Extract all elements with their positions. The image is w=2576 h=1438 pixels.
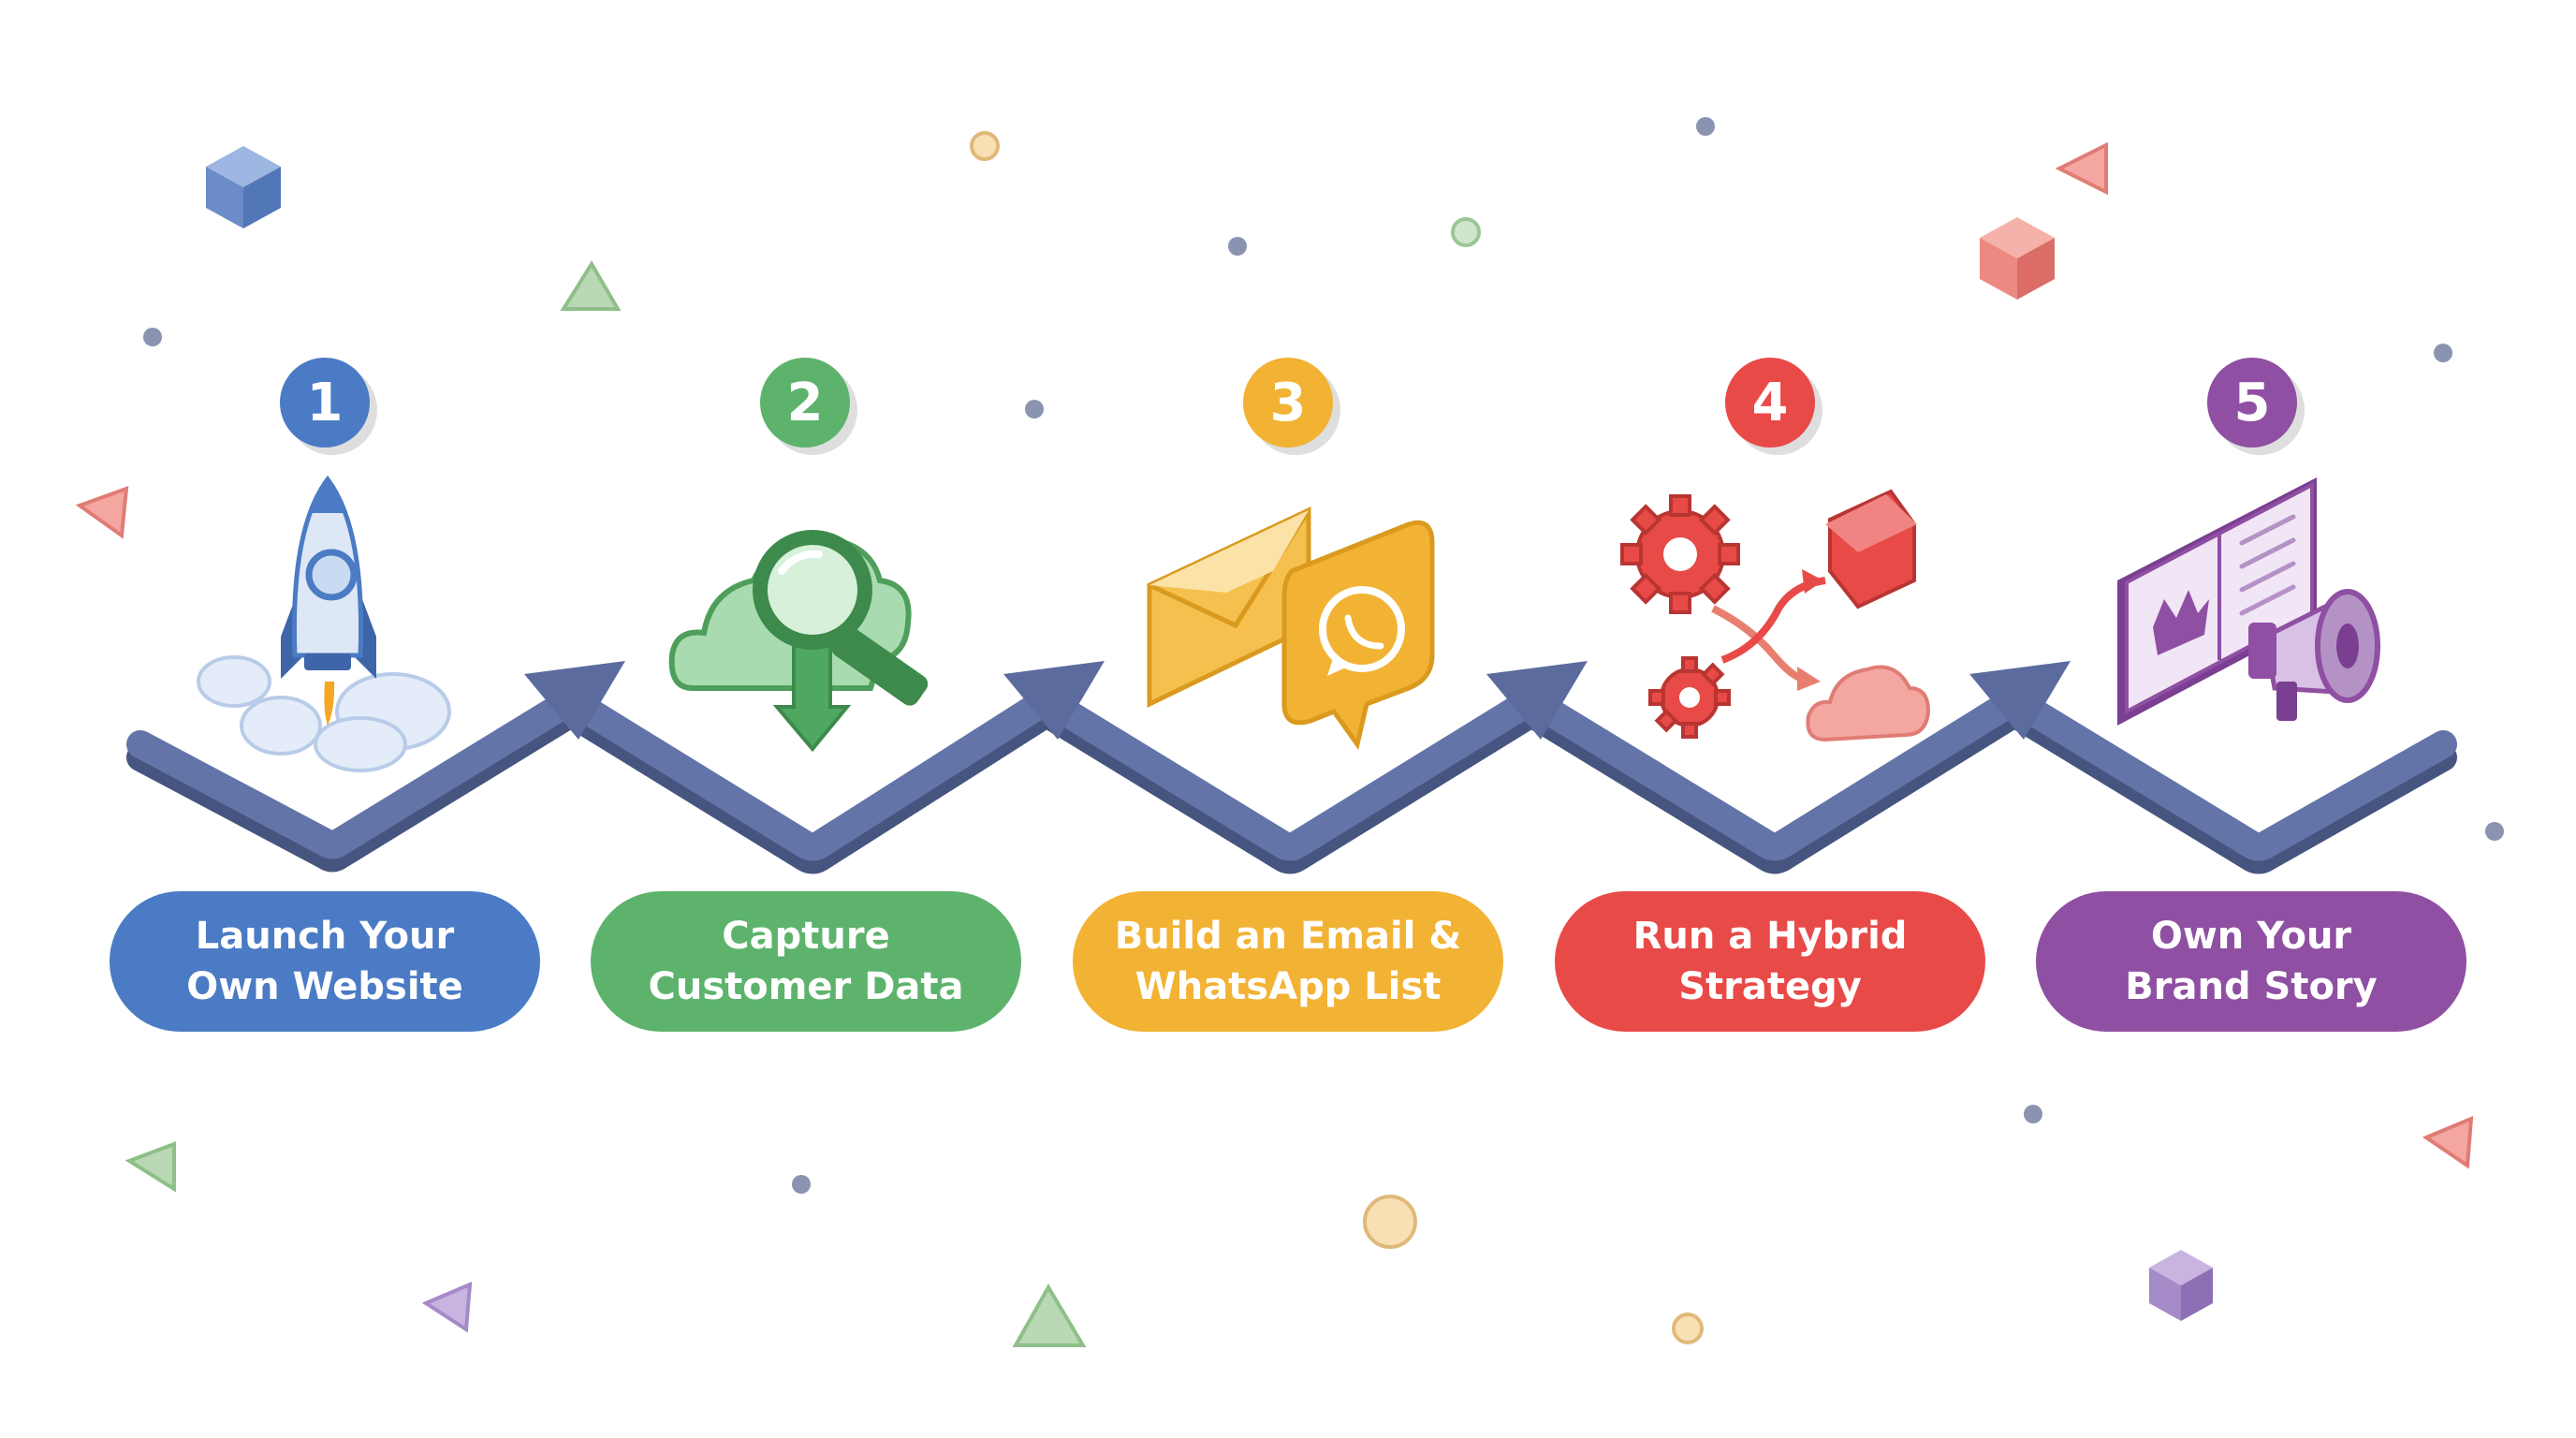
step-label-text: Capture Customer Data: [648, 915, 964, 1008]
step-label-pill: Own Your Brand Story: [2036, 891, 2466, 1032]
arrowhead-icon: [1486, 661, 1588, 740]
step-label-pill: Capture Customer Data: [591, 891, 1021, 1032]
triangle-shape: [2055, 141, 2108, 196]
cube-icon: [1980, 217, 2055, 300]
step-number-badge: 5: [2207, 358, 2297, 448]
triangle-shape: [124, 1141, 176, 1193]
step-number-badge: 1: [280, 358, 370, 448]
dot-shape: [792, 1175, 811, 1194]
step-number-badge: 4: [1725, 358, 1815, 448]
step-label-pill: Launch Your Own Website: [110, 891, 540, 1032]
triangle-shape: [1012, 1284, 1087, 1347]
dot-shape: [2024, 1105, 2042, 1123]
dot-shape: [1672, 1313, 1704, 1344]
gears-store-cloud-icon: [1620, 489, 1931, 742]
dot-shape: [143, 328, 162, 346]
cloud-magnifier-icon: [668, 530, 929, 753]
dot-shape: [1451, 217, 1481, 247]
step-label-text: Launch Your Own Website: [186, 915, 463, 1008]
dot-shape: [1696, 117, 1715, 136]
step-label-pill: Run a Hybrid Strategy: [1555, 891, 1985, 1032]
step-label-text: Build an Email & WhatsApp List: [1114, 915, 1462, 1008]
step-number-badge: 3: [1243, 358, 1333, 448]
step-number-badge: 2: [760, 358, 850, 448]
dot-shape: [1228, 237, 1247, 256]
arrowhead-icon: [1969, 661, 2071, 740]
dot-shape: [2434, 344, 2452, 362]
dot-shape: [970, 131, 1000, 161]
dot-shape: [1363, 1195, 1417, 1249]
cube-icon: [206, 146, 281, 228]
dot-shape: [2485, 822, 2504, 841]
dot-shape: [1025, 400, 1044, 418]
step-label-text: Own Your Brand Story: [2125, 915, 2378, 1008]
triangle-shape: [560, 260, 622, 311]
email-whatsapp-icon: [1147, 506, 1435, 750]
rocket-icon: [197, 475, 451, 772]
zigzag-arrow: [126, 661, 2457, 874]
triangle-shape: [75, 486, 129, 539]
triangle-shape: [421, 1281, 473, 1333]
step-label-text: Run a Hybrid Strategy: [1632, 915, 1908, 1008]
book-megaphone-icon: [2117, 477, 2380, 726]
arrowhead-icon: [1003, 661, 1105, 740]
step-label-pill: Build an Email & WhatsApp List: [1073, 891, 1503, 1032]
triangle-shape: [2422, 1115, 2474, 1169]
arrowhead-icon: [524, 661, 625, 740]
cube-icon: [2149, 1250, 2213, 1321]
decorative-shapes: [75, 117, 2504, 1347]
